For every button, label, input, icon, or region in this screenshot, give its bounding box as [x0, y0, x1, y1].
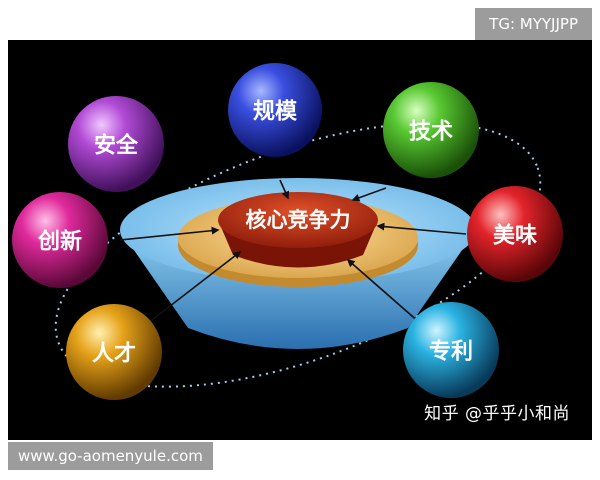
- sphere-safety: 安全: [68, 96, 164, 192]
- sphere-tech-label: 技术: [409, 120, 453, 145]
- sphere-scale: 规模: [228, 63, 322, 157]
- tg-badge: TG: MYYJJPP: [475, 8, 592, 40]
- sphere-patent-label: 专利: [429, 339, 473, 365]
- sphere-innovation: 创新: [12, 192, 108, 288]
- sphere-patent: 专利: [403, 302, 499, 398]
- zhihu-watermark: 知乎 @乎乎小和尚: [424, 404, 570, 424]
- site-url-badge[interactable]: www.go-aomenyule.com: [8, 442, 213, 470]
- sphere-innovation-label: 创新: [37, 229, 82, 255]
- sphere-taste-label: 美味: [493, 223, 537, 249]
- core-label: 核心竞争力: [246, 208, 351, 232]
- sphere-talent-label: 人才: [92, 341, 136, 367]
- orbit-ring: [54, 122, 542, 388]
- core-cup: 核心竞争力: [218, 192, 378, 268]
- sphere-talent: 人才: [66, 304, 162, 400]
- sphere-safety-label: 安全: [94, 133, 139, 159]
- diagram-frame: 核心竞争力 规模 安全 技术 创新 美味: [8, 40, 592, 440]
- sphere-taste: 美味: [467, 186, 563, 282]
- sphere-scale-label: 规模: [253, 100, 298, 125]
- core-competency-diagram: 核心竞争力 规模 安全 技术 创新 美味: [12, 63, 563, 400]
- sphere-tech: 技术: [383, 82, 479, 178]
